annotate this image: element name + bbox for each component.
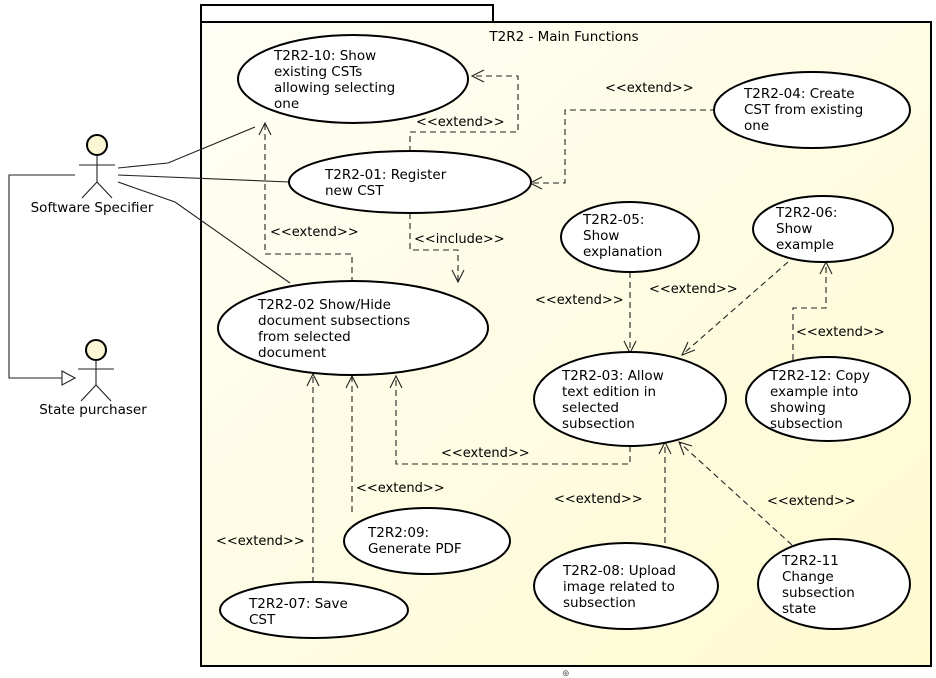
- stereotype-extend: <<extend>>: [605, 81, 694, 96]
- uc-line: explanation: [583, 244, 662, 260]
- stereotype-extend: <<extend>>: [554, 492, 643, 507]
- use-case-t2r2-03[interactable]: T2R2-03: Allow text edition in selected …: [533, 351, 727, 447]
- uc-line: Show: [583, 228, 619, 244]
- svg-text:T2R2-06: Show exam: T2R2-06: Show example: [775, 205, 842, 253]
- uc-line: CST: [249, 612, 276, 628]
- system-title: T2R2 - Main Functions: [488, 29, 638, 45]
- uc-line: subsection: [563, 595, 636, 611]
- stereotype-extend: <<extend>>: [649, 282, 738, 297]
- system-frame-tab: [200, 4, 494, 23]
- uc-line: CST from existing: [744, 102, 863, 118]
- uc-line: T2R2-08: Upload: [562, 563, 676, 579]
- stereotype-extend: <<extend>>: [216, 534, 305, 549]
- stereotype-extend: <<extend>>: [356, 481, 445, 496]
- stereotype-extend: <<extend>>: [416, 115, 505, 130]
- uc-line: selected: [562, 400, 619, 416]
- use-case-t2r2-05[interactable]: T2R2-05: Show explanation: [560, 201, 700, 273]
- uc-line: image related to: [563, 579, 675, 595]
- uc-line: T2R2-04: Create: [743, 86, 855, 102]
- svg-text:T2R2-05: Show expl: T2R2-05: Show explanation: [582, 212, 662, 260]
- stereotype-extend: <<extend>>: [270, 225, 359, 240]
- uc-line: T2R2-05:: [582, 212, 644, 228]
- stereotype-include: <<include>>: [414, 232, 505, 247]
- uc-line: example: [776, 237, 834, 253]
- uc-line: T2R2-11: [781, 553, 839, 569]
- uc-line: from selected: [258, 329, 351, 345]
- uc-line: showing: [770, 400, 826, 416]
- use-case-t2r2-09[interactable]: T2R2:09: Generate PDF: [343, 507, 511, 575]
- association-lines: [117, 126, 291, 284]
- uc-line: one: [744, 118, 769, 134]
- uc-line: T2R2:09:: [367, 525, 429, 541]
- footer-mark: ⊕: [562, 669, 570, 678]
- uc-line: T2R2-10: Show: [273, 48, 376, 64]
- svg-text:T2R2-02 Show/Hide docume: T2R2-02 Show/Hide document subsections f…: [257, 297, 415, 361]
- uc-line: T2R2-12: Copy: [769, 368, 870, 384]
- stereotype-labels: <<extend>> <<extend>> <<extend>> <<inclu…: [216, 81, 885, 549]
- uc-line: example into: [770, 384, 858, 400]
- uc-line: one: [274, 96, 299, 112]
- uc-line: document: [258, 345, 326, 361]
- use-case-t2r2-04[interactable]: T2R2-04: Create CST from existing one: [713, 71, 911, 149]
- uc-line: allowing selecting: [274, 80, 395, 96]
- svg-text:T2R2-10: Show existing C: T2R2-10: Show existing CSTs allowing sel…: [273, 48, 400, 112]
- actor-head: [86, 134, 108, 156]
- use-case-t2r2-11[interactable]: T2R2-11 Change subsection state: [757, 538, 911, 630]
- svg-text:T2R2-11 Change sub: T2R2-11 Change subsection state: [781, 553, 859, 617]
- use-case-t2r2-10[interactable]: T2R2-10: Show existing CSTs allowing sel…: [237, 34, 469, 124]
- uc-line: T2R2-03: Allow: [561, 368, 664, 384]
- uc-line: existing CSTs: [274, 64, 362, 80]
- uc-line: Show: [776, 221, 812, 237]
- actor-label-software-specifier: Software Specifier: [31, 200, 154, 216]
- uc-line: T2R2-06:: [775, 205, 837, 221]
- dependency-connectors: [258, 69, 833, 583]
- actor-label-state-purchaser: State purchaser: [39, 402, 147, 418]
- stereotype-extend: <<extend>>: [441, 446, 530, 461]
- uc-line: T2R2-01: Register: [324, 167, 447, 183]
- use-case-t2r2-08[interactable]: T2R2-08: Upload image related to subsect…: [533, 542, 719, 630]
- uc-line: subsection: [770, 416, 843, 432]
- generalization-connector: [8, 174, 77, 386]
- svg-text:T2R2-01: Register new CS: T2R2-01: Register new CST: [324, 167, 451, 199]
- svg-text:T2R2:09: Generate PDF: T2R2:09: Generate PDF: [367, 525, 462, 557]
- actor-software-specifier[interactable]: Software Specifier: [31, 134, 154, 216]
- svg-text:T2R2-12: Copy example in: T2R2-12: Copy example into showing subse…: [769, 368, 874, 432]
- svg-text:T2R2-08: Upload image re: T2R2-08: Upload image related to subsect…: [562, 563, 680, 611]
- uc-line: T2R2-07: Save: [248, 596, 348, 612]
- stereotype-extend: <<extend>>: [535, 293, 624, 308]
- uc-line: document subsections: [258, 313, 410, 329]
- uc-line: Change: [782, 569, 834, 585]
- use-case-t2r2-07[interactable]: T2R2-07: Save CST: [219, 581, 409, 639]
- stereotype-extend: <<extend>>: [767, 494, 856, 509]
- uc-line: T2R2-02 Show/Hide: [257, 297, 391, 313]
- uc-line: text edition in: [562, 384, 656, 400]
- use-case-t2r2-06[interactable]: T2R2-06: Show example: [752, 195, 894, 263]
- svg-text:T2R2-03: Allow text edit: T2R2-03: Allow text edition in selected …: [561, 368, 668, 432]
- uc-line: new CST: [325, 183, 384, 199]
- use-case-t2r2-01[interactable]: T2R2-01: Register new CST: [288, 150, 532, 214]
- stereotype-extend: <<extend>>: [796, 325, 885, 340]
- uc-line: subsection: [782, 585, 855, 601]
- use-case-t2r2-02[interactable]: T2R2-02 Show/Hide document subsections f…: [217, 280, 489, 376]
- svg-text:T2R2-04: Create CST from: T2R2-04: Create CST from existing one: [743, 86, 868, 134]
- actor-head: [85, 339, 107, 361]
- actor-state-purchaser[interactable]: State purchaser: [39, 339, 147, 418]
- uc-line: state: [782, 601, 816, 617]
- uc-line: subsection: [562, 416, 635, 432]
- uc-line: Generate PDF: [368, 541, 462, 557]
- svg-text:T2R2-07: Save CST: T2R2-07: Save CST: [248, 596, 352, 628]
- use-case-t2r2-12[interactable]: T2R2-12: Copy example into showing subse…: [745, 356, 911, 442]
